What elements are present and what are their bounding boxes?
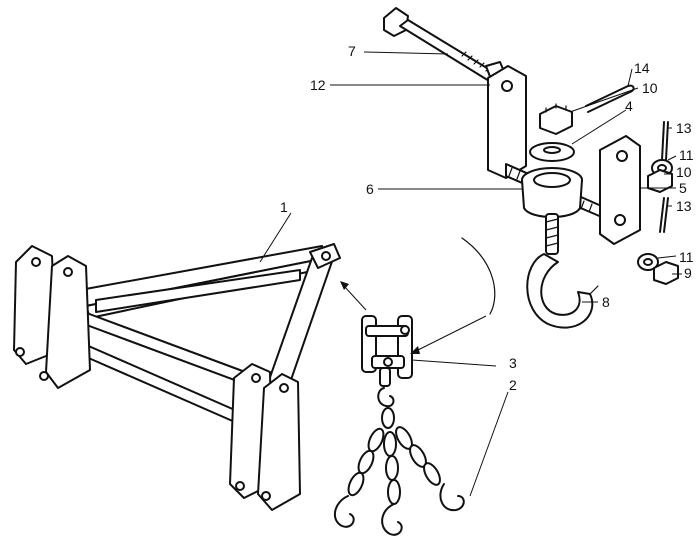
screw-rod-shaft — [399, 19, 501, 85]
chain-middle-link-3 — [387, 479, 401, 505]
a-frame-tube-upper — [83, 311, 257, 389]
callout-10a: 10 — [642, 80, 658, 96]
callout-3: 3 — [509, 355, 517, 371]
leader-14 — [627, 68, 633, 87]
callout-11a: 11 — [679, 147, 694, 163]
part-split-pin-lower — [659, 197, 669, 233]
callout-7: 7 — [348, 43, 356, 59]
leader-11b — [657, 255, 677, 259]
chain-master-link — [381, 407, 395, 429]
callout-9: 9 — [684, 265, 692, 281]
chain-right-hook — [439, 483, 465, 512]
part-nut-10-side — [647, 169, 673, 193]
a-frame-left-plate-rear-hole-bottom — [15, 347, 25, 357]
chain-middle-hook — [381, 503, 403, 536]
part-clevis — [361, 315, 413, 387]
leader-1 — [259, 212, 292, 263]
a-frame-apex-hole — [321, 251, 331, 261]
hook-to-clevis-arrowhead — [410, 346, 420, 354]
part-swivel-housing — [521, 167, 583, 218]
apex-to-clevis-arrow-line — [343, 285, 367, 311]
link-plate-body — [487, 65, 527, 179]
a-frame-left-plate-front-hole-top — [63, 267, 73, 277]
callout-10b: 10 — [676, 164, 692, 180]
callout-5: 5 — [679, 180, 687, 196]
hook-shank-thread — [545, 218, 559, 247]
separation-arc — [461, 237, 496, 315]
callout-2: 2 — [509, 377, 517, 393]
part-washer — [529, 142, 575, 162]
part-split-pin-upper — [661, 121, 669, 161]
side-plate-hole-top — [616, 150, 628, 162]
chain-middle-link-1 — [383, 431, 397, 457]
washer-inner — [543, 146, 561, 154]
callout-4: 4 — [625, 98, 633, 114]
chain-middle-link-2 — [385, 455, 399, 481]
leader-3 — [411, 359, 497, 367]
side-plate-body — [599, 135, 641, 245]
swivel-housing-bore — [533, 172, 571, 188]
part-side-plate — [599, 135, 641, 245]
callout-13b: 13 — [676, 198, 692, 214]
hook-body — [526, 253, 594, 329]
leader-2 — [469, 391, 509, 497]
clevis-stem — [379, 367, 391, 387]
callout-12: 12 — [310, 77, 326, 93]
chain-left-hook — [333, 495, 355, 528]
a-frame-front-plate-rear-hole-top — [251, 373, 261, 383]
part-chain-sling — [333, 387, 465, 536]
callout-14: 14 — [634, 60, 650, 76]
a-frame-left-plate-rear-hole-top — [31, 257, 41, 267]
leader-10a — [569, 87, 639, 113]
a-frame-cross-brace — [95, 269, 301, 313]
chain-right-link-3 — [423, 462, 441, 486]
castle-nut-top-body — [539, 105, 573, 135]
clevis-swivel-bolt — [383, 357, 393, 367]
castle-nut-top-slots — [545, 103, 567, 113]
part-a-frame — [13, 243, 341, 511]
callout-13a: 13 — [676, 120, 692, 136]
link-plate-hole — [501, 80, 513, 92]
part-nut-9 — [653, 261, 679, 285]
side-plate-hole-bottom — [614, 214, 626, 226]
part-castle-nut-top — [539, 103, 573, 135]
a-frame-front-plate-rear-hole-bottom — [235, 481, 245, 491]
callout-6: 6 — [366, 181, 374, 197]
a-frame-left-plate-front-hole-bottom — [39, 371, 49, 381]
part-washer-11-lower-hole — [643, 258, 653, 266]
hook-to-clevis-arrow-line — [413, 315, 487, 353]
part-link-plate — [487, 65, 527, 179]
chain-master-hook — [377, 387, 395, 408]
hook-tip — [589, 285, 599, 295]
a-frame-front-plate-front-hole-bottom — [261, 491, 271, 501]
callout-1: 1 — [280, 199, 288, 215]
leader-11a — [667, 155, 677, 161]
screw-rod-thread — [461, 51, 497, 76]
callout-8: 8 — [602, 294, 610, 310]
a-frame-front-plate-front-hole-top — [279, 383, 289, 393]
chain-left-link-2 — [357, 449, 375, 475]
callout-11b: 11 — [679, 249, 694, 265]
a-frame-front-plate-front — [257, 373, 301, 511]
chain-left-link-3 — [347, 471, 365, 497]
clevis-pin-head — [400, 325, 410, 335]
a-frame-tube-lower — [83, 343, 245, 427]
part-lifting-hook — [526, 213, 599, 329]
leader-4 — [571, 109, 627, 145]
part-screw-rod — [383, 7, 507, 85]
leader-7 — [363, 51, 449, 55]
apex-to-clevis-arrowhead — [340, 281, 349, 290]
